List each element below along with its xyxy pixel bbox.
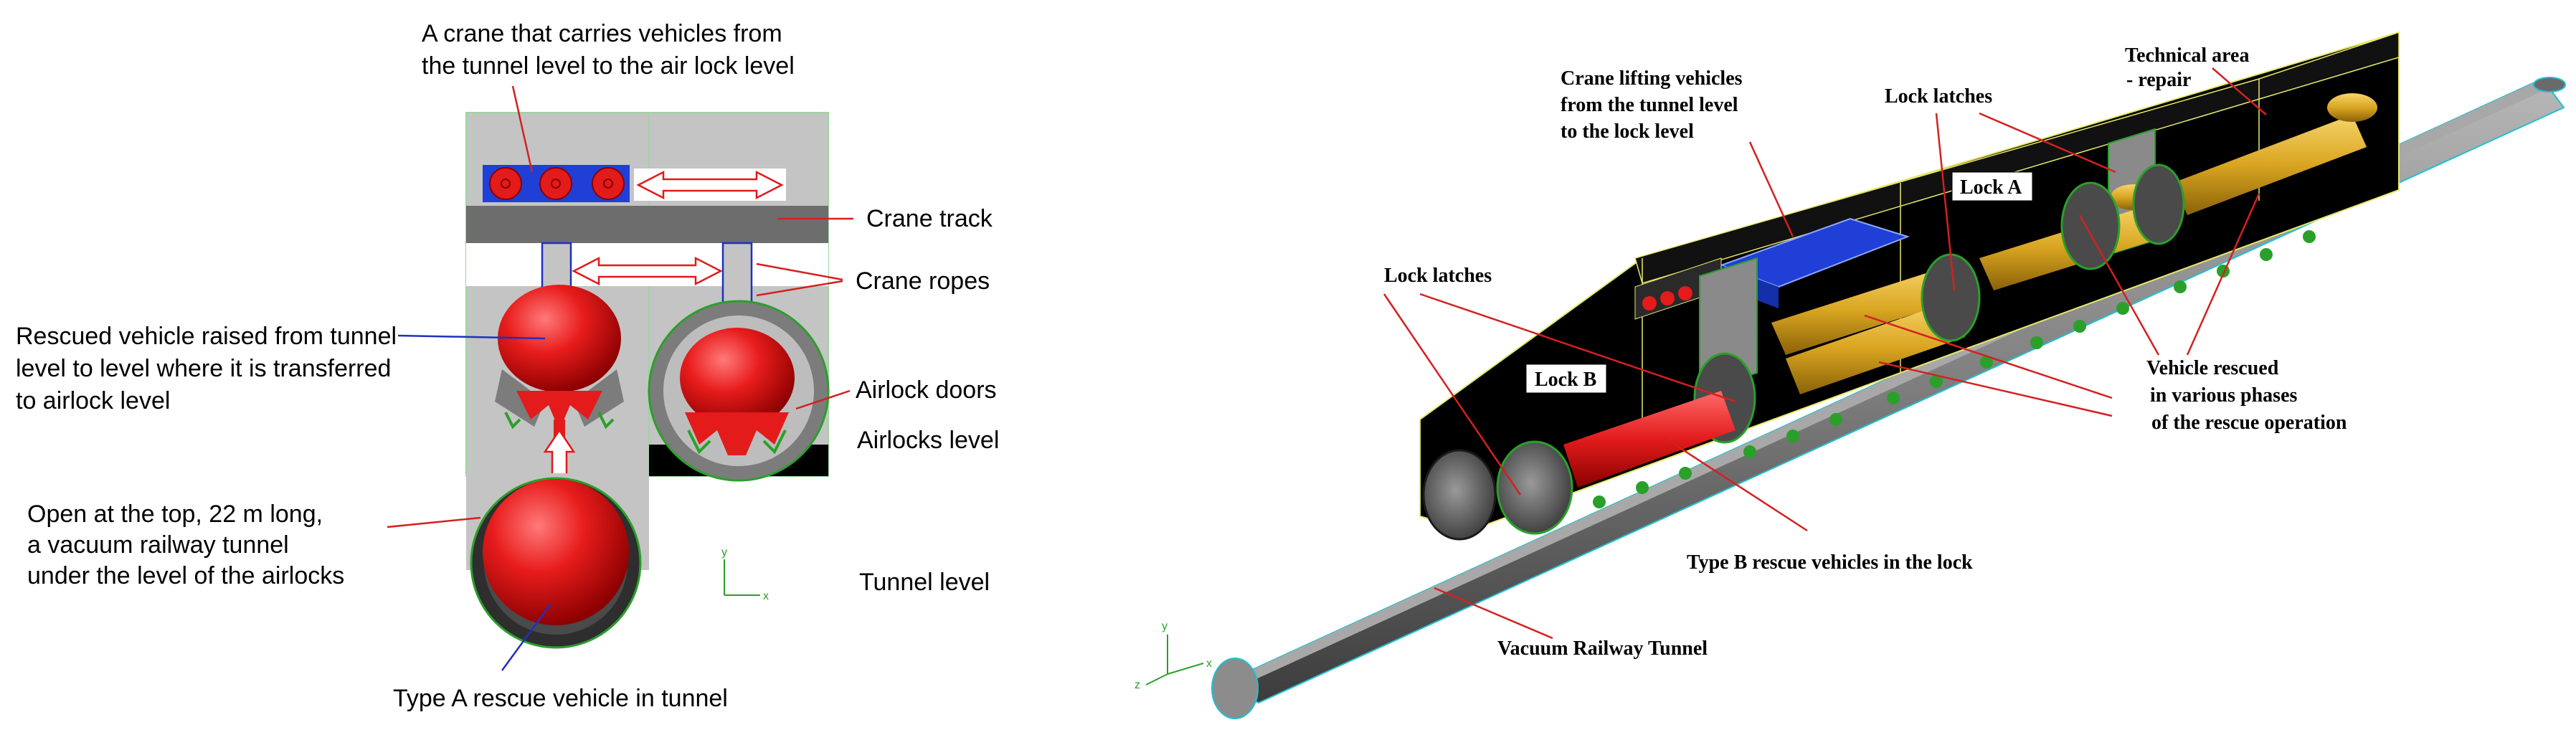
type-b-vehicle [1563, 391, 1736, 488]
pointer-crane-3d [1748, 141, 1794, 237]
latch-beads [1593, 230, 2316, 508]
crane-travel-arrow [636, 170, 784, 200]
axis-triad-left: y x [721, 546, 769, 602]
crane-wheel-3 [592, 167, 625, 200]
dome-2 [2327, 93, 2377, 122]
left-cross-section: y x A crane that carries vehicles from t… [16, 20, 999, 712]
vehicle-rescued-line-1: Vehicle rescued [2146, 357, 2279, 379]
pointer-latch-top [1979, 112, 2116, 174]
axis-y-label: y [1162, 620, 1168, 632]
crane-ropes-label: Crane ropes [856, 267, 990, 295]
pointer-latch-top-2 [1935, 113, 1956, 291]
technical-line-2: - repair [2126, 69, 2191, 91]
pointer-latch-left [1419, 293, 1736, 403]
lock-latches-top-label: Lock latches [1885, 85, 1992, 108]
crane-track-label: Crane track [866, 205, 993, 232]
crane-track [466, 206, 828, 243]
crane3d-line-2: from the tunnel level [1561, 94, 1738, 116]
pointer-latch-left-2 [1383, 293, 1522, 495]
rescued-line-2: level to level where it is transferred [16, 355, 391, 382]
crane-rope-right [721, 242, 753, 309]
lock-a-label: Lock A [1960, 176, 2022, 199]
airlock-vehicle [648, 300, 830, 482]
crane-caption-2: the tunnel level to the air lock level [422, 52, 795, 80]
axis-x-label: x [763, 590, 769, 602]
lock-b-label: Lock B [1535, 369, 1596, 391]
pointer-rope-1 [756, 262, 843, 281]
pointer-crane [511, 85, 534, 173]
pointer-type-a [501, 603, 552, 671]
axis-x-label: x [1206, 658, 1212, 670]
axis-y-label: y [721, 546, 727, 559]
pointer-vehicle-2 [1878, 361, 2113, 417]
lock-b-disc-2 [1496, 440, 1573, 535]
vehicle-rescued-line-3: of the rescue operation [2151, 412, 2347, 434]
axis-triad-right: y x z [1135, 620, 1212, 691]
tunnel-level-label: Tunnel level [859, 569, 990, 596]
technical-line-1: Technical area [2125, 44, 2249, 67]
pointer-type-b [1663, 436, 1808, 532]
open-line-3: under the level of the airlocks [27, 562, 344, 589]
lock-latches-left-label: Lock latches [1384, 265, 1492, 287]
lock-a-box [1951, 171, 2033, 201]
vacuum-tunnel-label: Vacuum Railway Tunnel [1497, 637, 1708, 660]
vehicle-rescued-line-2: in various phases [2150, 384, 2297, 407]
crane-wheel-2 [539, 167, 572, 200]
lock-b-box [1525, 364, 1607, 394]
pointer-vacuum [1434, 587, 1553, 640]
crane-caption-1: A crane that carries vehicles from [422, 20, 782, 47]
gold-vehicle-1 [1771, 265, 1965, 355]
hoist-travel-arrow [572, 256, 723, 286]
pointer-vehicle-1 [1864, 314, 2113, 399]
rescued-line-1: Rescued vehicle raised from tunnel [16, 323, 397, 350]
pointer-technical [2212, 67, 2267, 115]
pointer-open [387, 516, 481, 528]
pointer-doors [795, 389, 851, 410]
raised-vehicle [495, 285, 624, 441]
type-a-vehicle [470, 477, 642, 649]
lock-b-disc-1 [1422, 449, 1497, 541]
open-line-1: Open at the top, 22 m long, [27, 501, 323, 528]
airlock-doors-label: Airlock doors [856, 376, 997, 404]
pointer-rescued [397, 334, 546, 340]
open-line-2: a vacuum railway tunnel [27, 531, 289, 559]
rescued-line-3: to airlock level [16, 387, 170, 414]
pointer-vehicle-3 [2078, 214, 2160, 356]
type-b-label: Type B rescue vehicles in the lock [1687, 551, 1973, 574]
crane3d-line-3: to the lock level [1561, 120, 1694, 143]
type-a-label: Type A rescue vehicle in tunnel [393, 685, 728, 712]
airlocks-level-label: Airlocks level [857, 427, 999, 454]
axis-z-label: z [1135, 679, 1140, 691]
pointer-vehicle-4 [2186, 193, 2260, 356]
pointer-rope-2 [756, 280, 843, 297]
right-3d-view: y x z Crane lifting vehicles from the tu… [1135, 31, 2566, 719]
crane-wheel-1 [489, 167, 522, 200]
crane3d-line-1: Crane lifting vehicles [1561, 67, 1743, 90]
gold-vehicle-2 [1786, 301, 1965, 394]
gold-vehicle-4 [2173, 115, 2367, 215]
